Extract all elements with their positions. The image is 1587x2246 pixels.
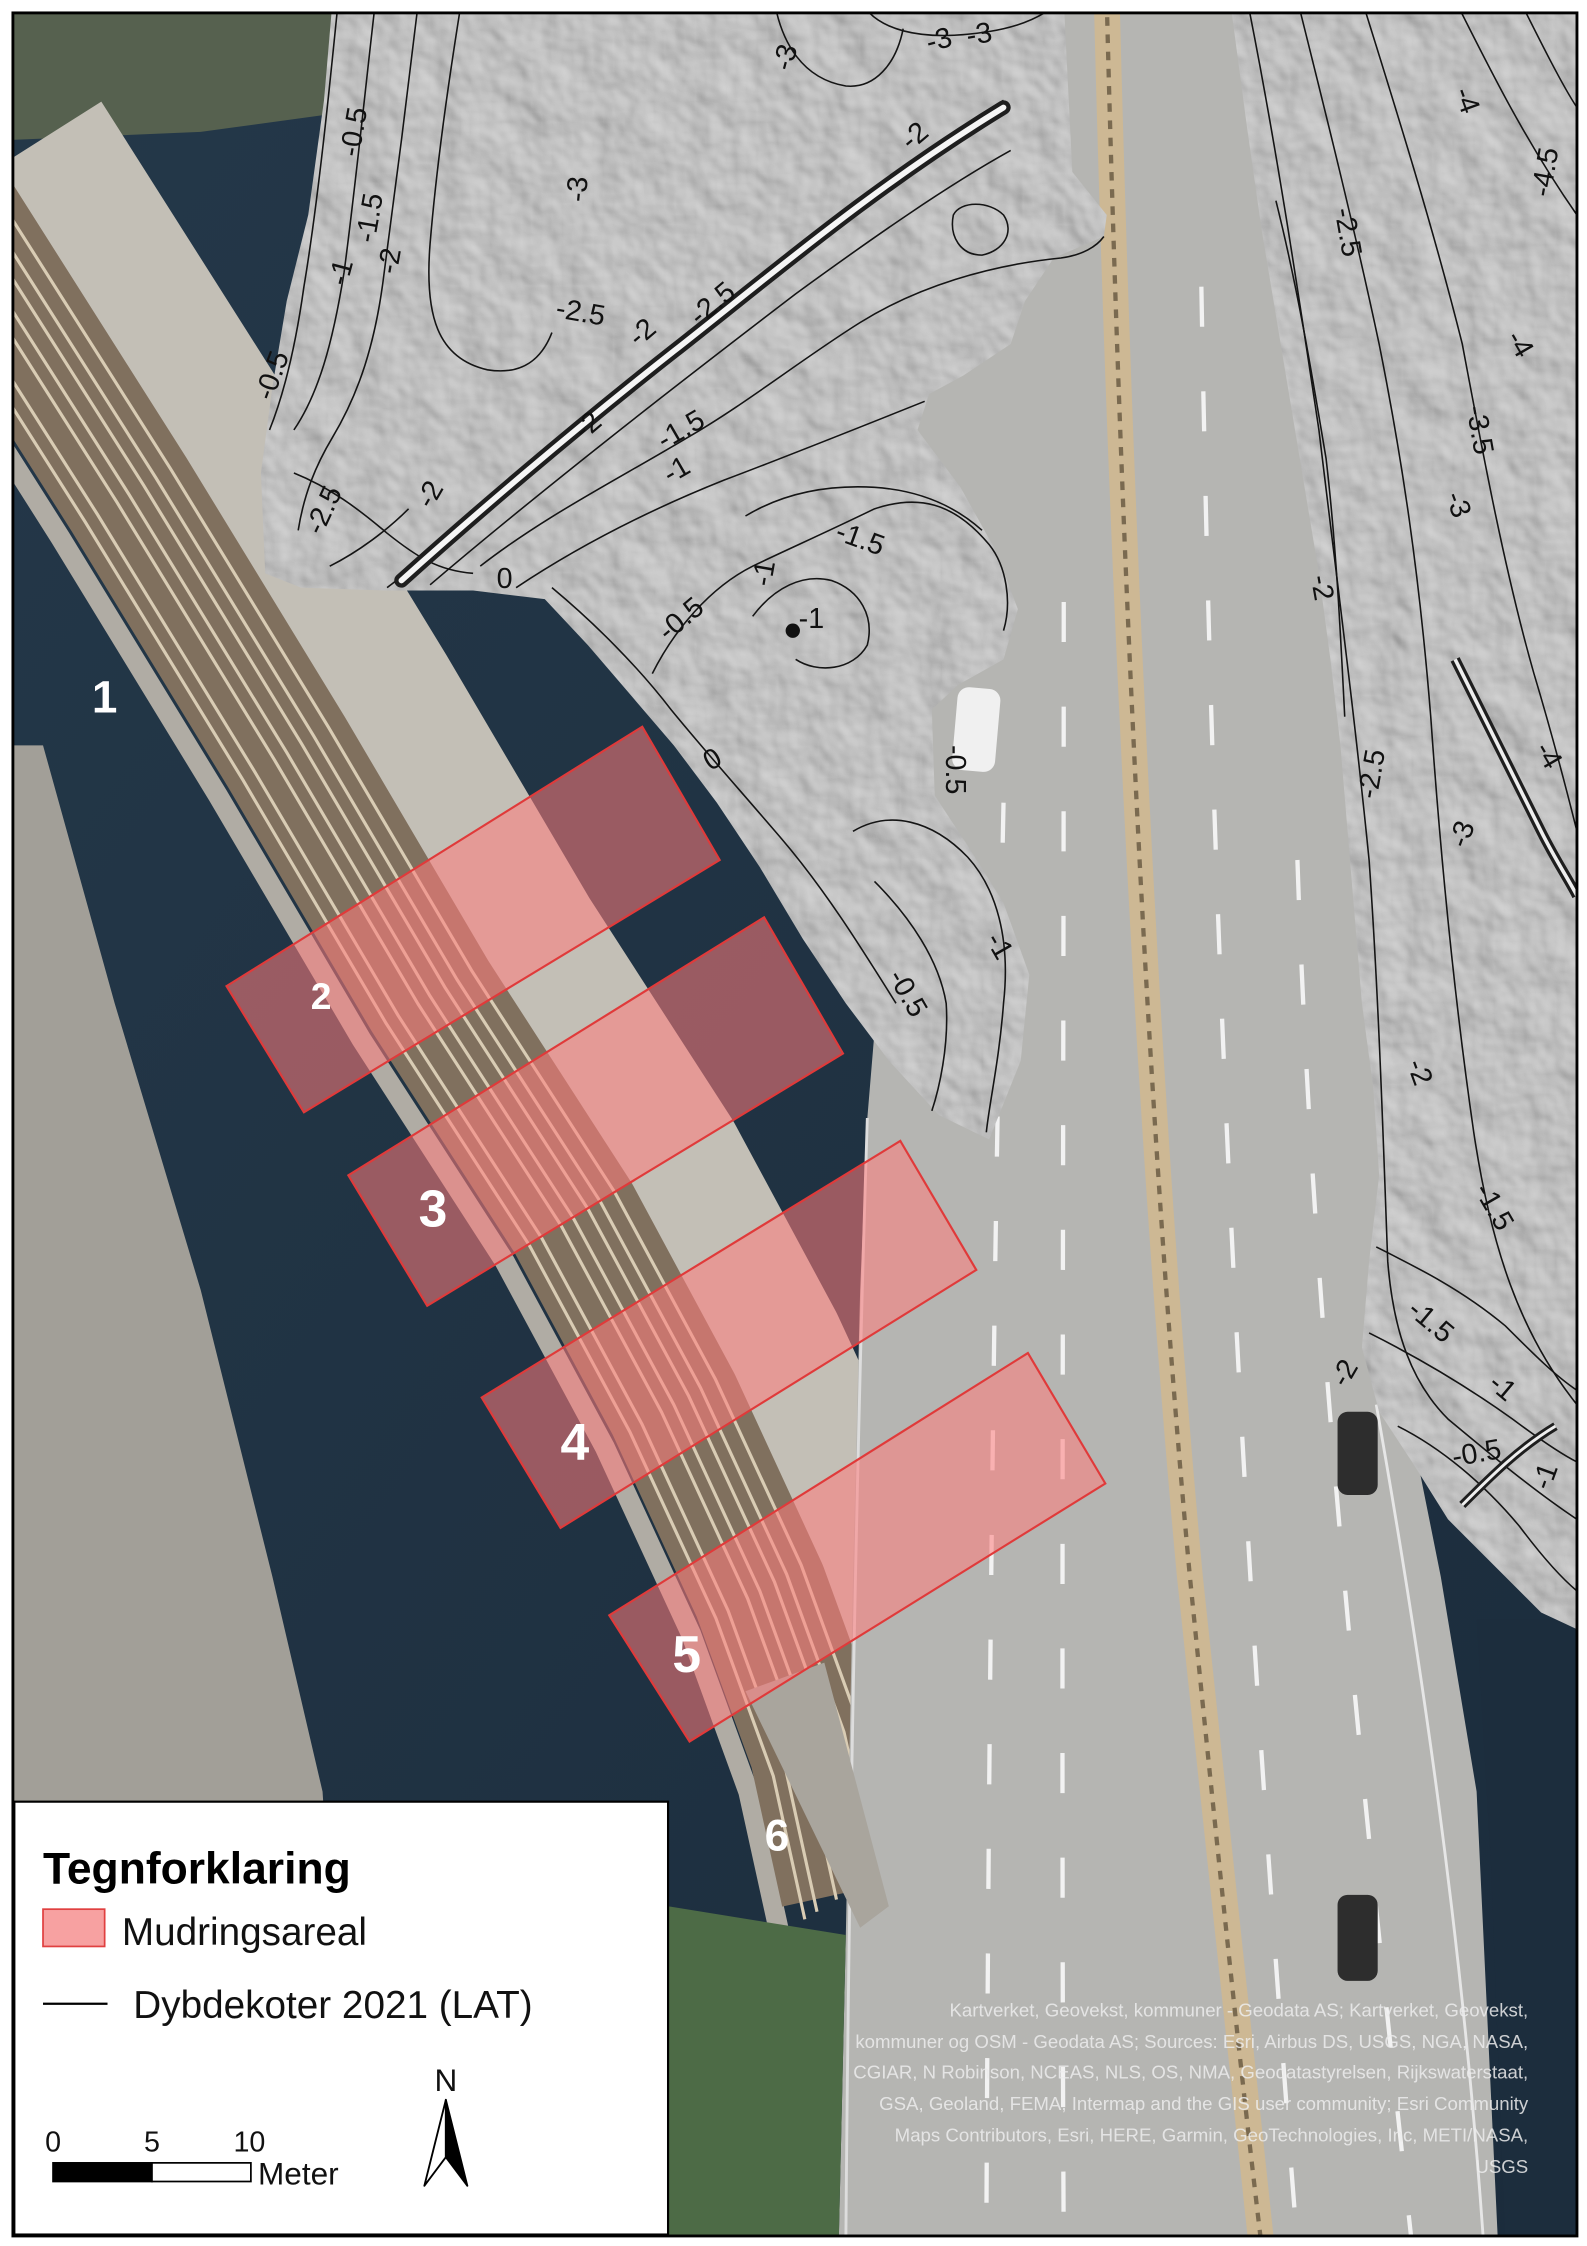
- car: [1337, 1894, 1378, 1981]
- dredging-area-3: [346, 915, 845, 1308]
- attribution-line: Maps Contributors, Esri, HERE, Garmin, G…: [895, 2124, 1529, 2145]
- dredging-areas: [225, 725, 1107, 1743]
- bathymetry-hillshade: [260, 12, 1577, 1630]
- bridge-pier: [745, 1662, 889, 1928]
- contour-label: -2: [1304, 572, 1340, 603]
- car: [1337, 1411, 1378, 1495]
- area-label-1: 1: [92, 671, 118, 723]
- legend: Tegnforklaring Mudringsareal Dybdekoter …: [13, 1800, 670, 2236]
- legend-label-dredging: Mudringsareal: [122, 1911, 367, 1954]
- scale-tick-label: 5: [144, 2126, 160, 2158]
- scale-tick-label: 0: [45, 2126, 61, 2158]
- attribution-line: CGIAR, N Robinson, NCEAS, NLS, OS, NMA, …: [853, 2061, 1528, 2082]
- vegetation: [12, 12, 336, 140]
- attribution-line: Kartverket, Geovekst, kommuner - Geodata…: [950, 2000, 1529, 2021]
- water-east: [1476, 1619, 1577, 2236]
- car: [952, 687, 1001, 772]
- area-label-5: 5: [672, 1625, 701, 1683]
- attribution: Kartverket, Geovekst, kommuner - Geodata…: [853, 2000, 1529, 2177]
- legend-swatch-dredging: [42, 1908, 106, 1948]
- attribution-line: kommuner og OSM - Geodata AS; Sources: E…: [855, 2031, 1528, 2052]
- north-arrow-icon: N: [423, 2062, 469, 2187]
- grass: [668, 1906, 846, 2236]
- seabed-ridge: [394, 100, 1577, 1509]
- contour-label: -2: [372, 246, 408, 277]
- scale-segment-white: [151, 2162, 252, 2183]
- north-label: N: [434, 2062, 457, 2098]
- area-label-3: 3: [419, 1179, 448, 1237]
- area-labels: 1 2 3 4 5 6: [92, 671, 789, 1861]
- contour-label: -3: [964, 16, 995, 52]
- area-label-2: 2: [311, 975, 332, 1017]
- map-frame: [11, 11, 1579, 2238]
- attribution-line: USGS: [1475, 2156, 1528, 2177]
- attribution-line: GSA, Geoland, FEMA, Intermap and the GIS…: [879, 2093, 1529, 2114]
- dredging-area-4: [480, 1139, 978, 1530]
- contour-label: -1: [746, 558, 782, 589]
- contour-label: -0.5: [939, 745, 971, 794]
- contour-label: -3: [561, 175, 595, 203]
- scale-unit: Meter: [258, 2155, 339, 2191]
- scale-tick-label: 10: [234, 2126, 266, 2158]
- contour-label: -1: [799, 603, 824, 635]
- scale-segment-black: [52, 2162, 153, 2183]
- dredging-area-5: [607, 1351, 1107, 1743]
- scale-bar: 0 5 10 Meter: [45, 2126, 339, 2191]
- area-label-4: 4: [561, 1413, 590, 1471]
- dredging-area-2: [225, 725, 722, 1114]
- area-label-6: 6: [765, 1812, 790, 1861]
- legend-label-contour: Dybdekoter 2021 (LAT): [133, 1984, 532, 2027]
- contour-label: 0: [497, 563, 513, 595]
- legend-title: Tegnforklaring: [43, 1844, 351, 1893]
